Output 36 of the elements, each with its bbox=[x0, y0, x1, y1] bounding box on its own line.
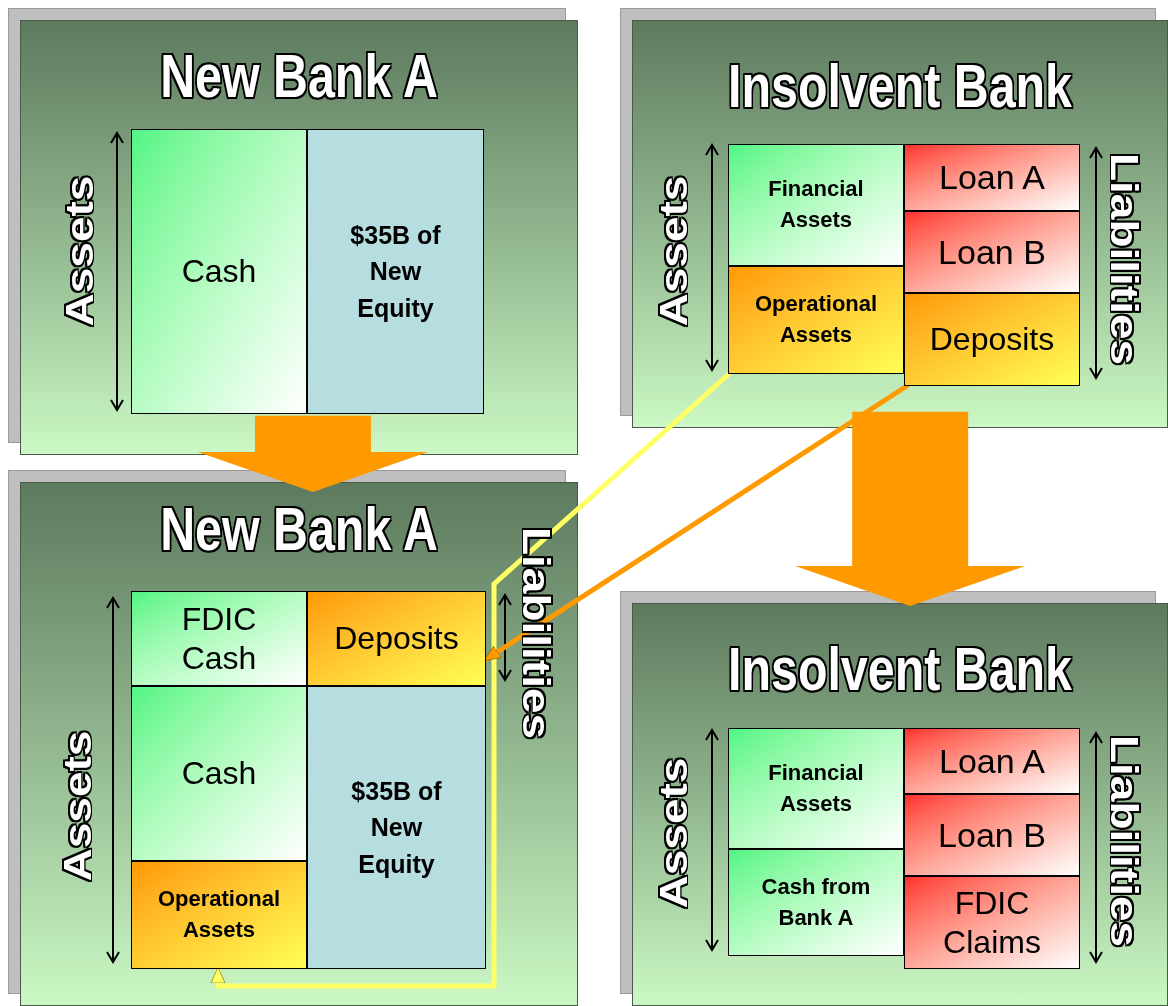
side-label: Assets bbox=[57, 730, 97, 882]
balance-sheet-panel bbox=[20, 482, 578, 1006]
balance-sheet-item: Deposits bbox=[904, 293, 1080, 386]
balance-sheet-panel bbox=[20, 20, 578, 455]
balance-sheet-item: FDIC Cash bbox=[131, 591, 307, 686]
panel-title: Insolvent Bank bbox=[728, 638, 1072, 700]
balance-sheet-item: Financial Assets bbox=[728, 144, 904, 266]
balance-sheet-item: Cash bbox=[131, 686, 307, 861]
balance-sheet-item: Loan B bbox=[904, 211, 1080, 293]
balance-sheet-item: Cash bbox=[131, 129, 307, 414]
balance-sheet-item: Deposits bbox=[307, 591, 486, 686]
balance-sheet-item: Cash from Bank A bbox=[728, 849, 904, 956]
balance-sheet-item: Loan A bbox=[904, 728, 1080, 794]
balance-sheet-panel bbox=[632, 603, 1168, 1006]
balance-sheet-item: $35B of New Equity bbox=[307, 686, 486, 969]
balance-sheet-item: Operational Assets bbox=[728, 266, 904, 374]
balance-sheet-item: Operational Assets bbox=[131, 861, 307, 969]
balance-sheet-item: Financial Assets bbox=[728, 728, 904, 849]
side-label: Assets bbox=[653, 175, 693, 327]
balance-sheet-item: $35B of New Equity bbox=[307, 129, 484, 414]
block-arrow bbox=[795, 411, 1026, 606]
arrow bbox=[210, 371, 732, 989]
panel-title: New Bank A bbox=[160, 498, 438, 560]
side-label: Liabilities bbox=[1105, 152, 1145, 366]
balance-sheet-item: FDIC Claims bbox=[904, 876, 1080, 969]
side-label: Liabilities bbox=[1105, 734, 1145, 948]
side-label: Liabilities bbox=[517, 526, 557, 740]
balance-sheet-item: Loan B bbox=[904, 794, 1080, 876]
block-arrow bbox=[197, 415, 428, 492]
balance-sheet-panel bbox=[632, 20, 1168, 428]
balance-sheet-item: Loan A bbox=[904, 144, 1080, 211]
side-label: Assets bbox=[59, 175, 99, 327]
arrow bbox=[483, 382, 910, 663]
side-label: Assets bbox=[653, 757, 693, 909]
panel-title: New Bank A bbox=[160, 45, 438, 107]
panel-title: Insolvent Bank bbox=[728, 55, 1072, 117]
